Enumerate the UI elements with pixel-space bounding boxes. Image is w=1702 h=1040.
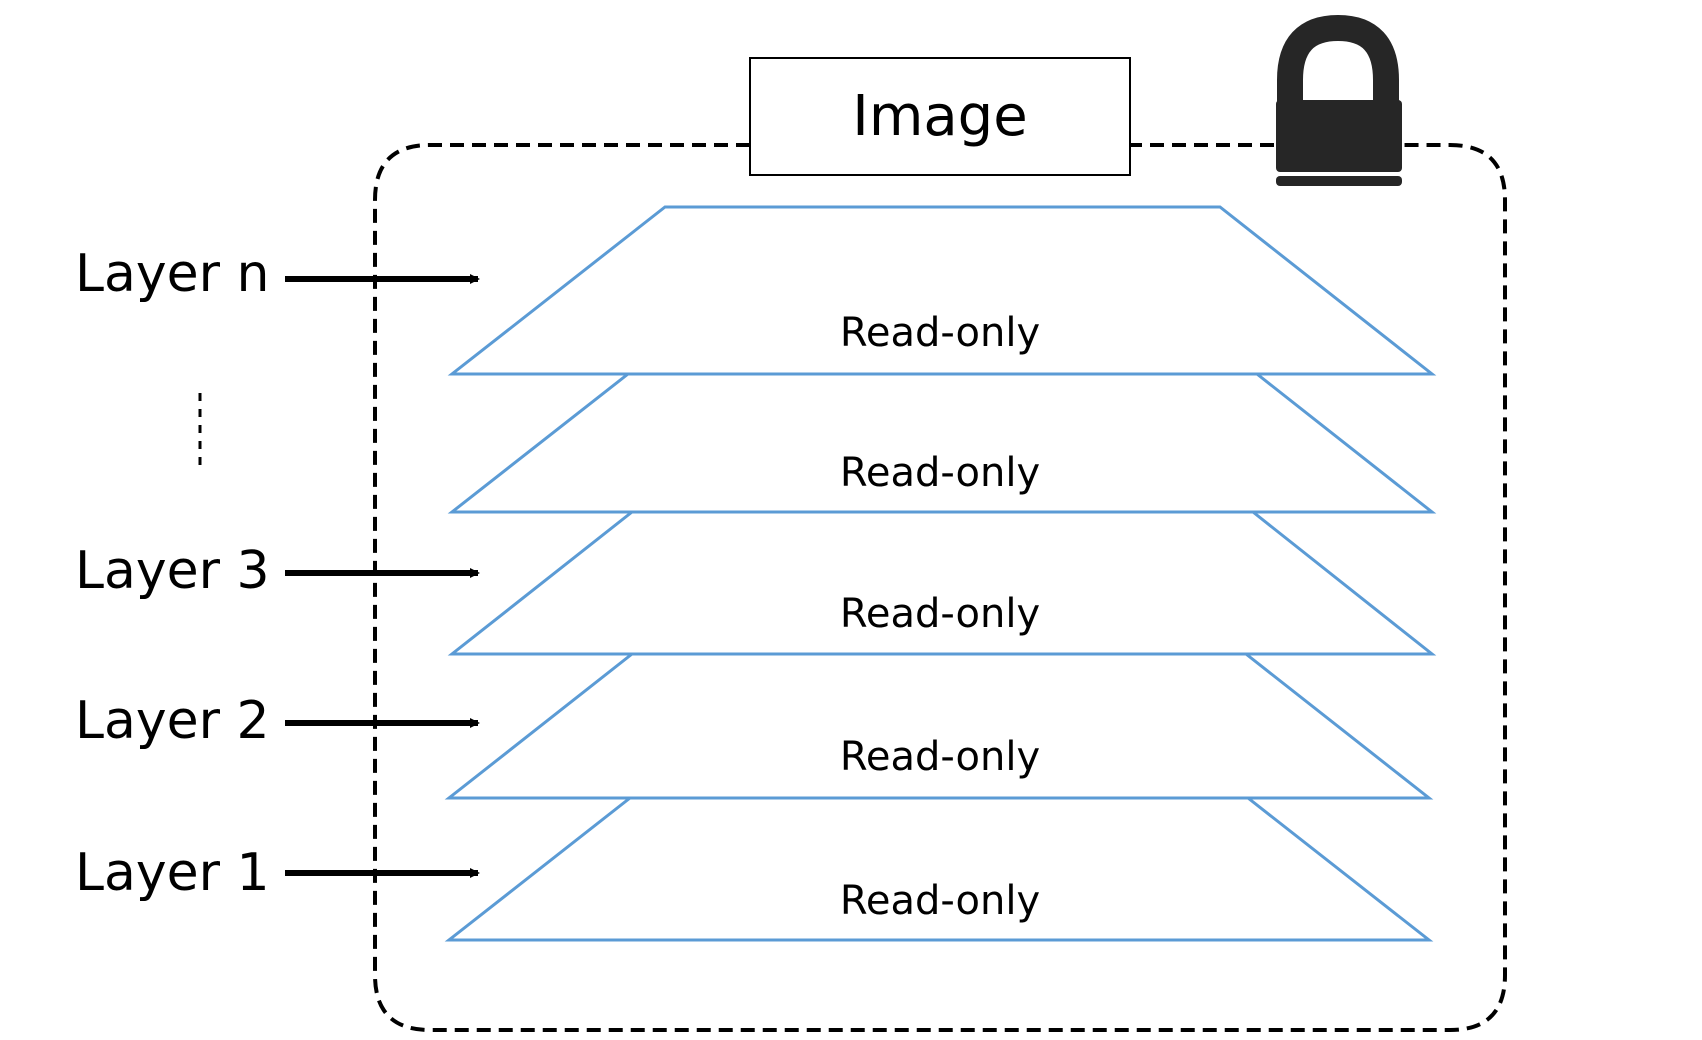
image-container-outline <box>373 143 1507 1032</box>
layer-pointer: Layer n <box>75 244 480 304</box>
layer-trapezoid: Read-only <box>447 205 1437 376</box>
image-title: Image <box>852 84 1027 149</box>
image-title-box: Image <box>749 57 1131 176</box>
layer-trapezoid: Read-only <box>444 652 1434 800</box>
layer-trapezoid: Read-only <box>444 796 1434 942</box>
layer-label: Layer 3 <box>75 541 270 601</box>
layer-trapezoid: Read-only <box>447 510 1437 656</box>
layer-text: Read-only <box>840 734 1040 780</box>
layer-pointer: Layer 2 <box>75 691 480 751</box>
layer-text: Read-only <box>840 591 1040 637</box>
layer-text: Read-only <box>840 878 1040 924</box>
layer-label: Layer 2 <box>75 691 270 751</box>
layer-trapezoid: Read-only <box>447 372 1437 514</box>
layer-label: Layer 1 <box>75 843 270 903</box>
lock-icon <box>1276 14 1402 186</box>
layer-label: Layer n <box>75 244 269 304</box>
layer-text: Read-only <box>840 450 1040 496</box>
layer-text: Read-only <box>840 310 1040 356</box>
layers-group: Read-only Read-only Read-only Read-only … <box>444 205 1437 942</box>
layer-pointer: Layer 3 <box>75 541 480 601</box>
layer-pointer: Layer 1 <box>75 843 480 903</box>
